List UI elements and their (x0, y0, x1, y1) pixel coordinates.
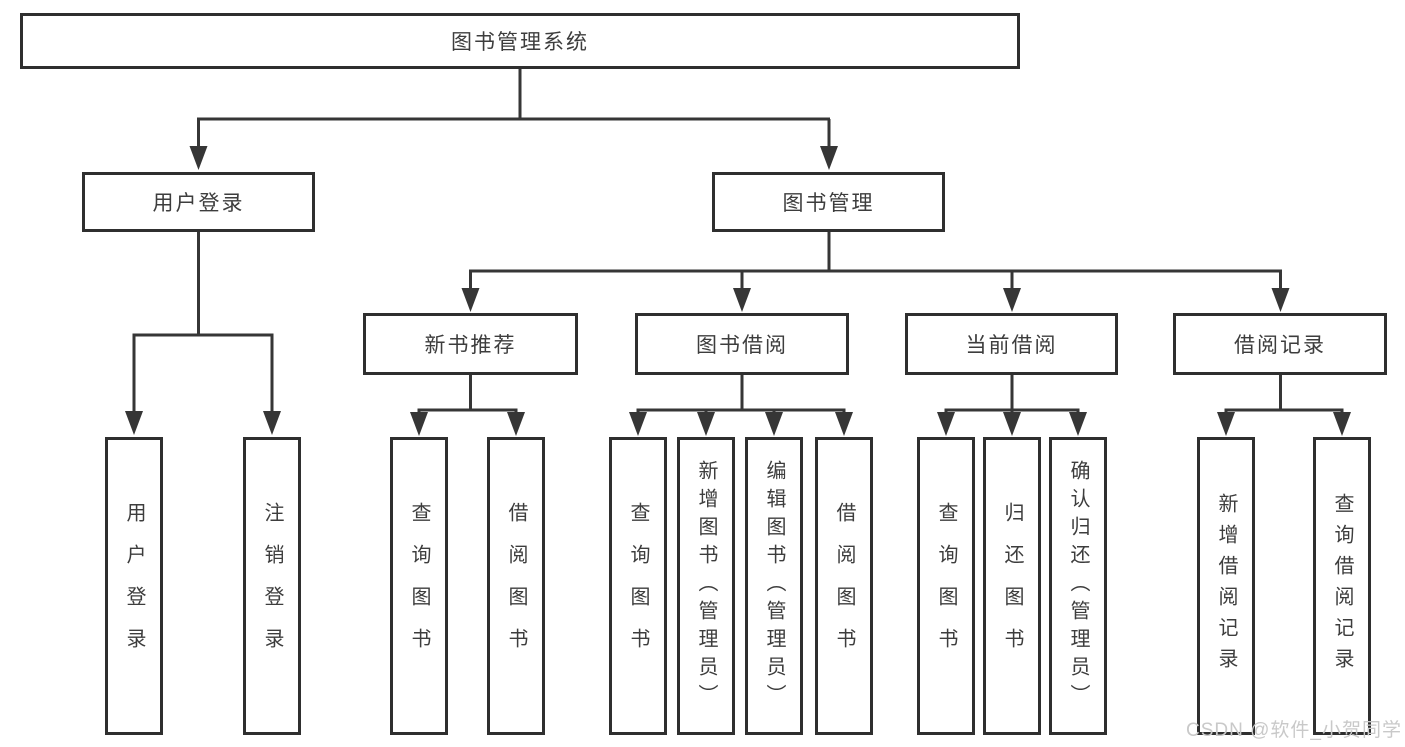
leaf-edit-book-admin: 编辑图书（管理员） (745, 437, 803, 735)
node-new-book-recommend: 新书推荐 (363, 313, 578, 375)
node-label: 查询图书 (408, 502, 430, 670)
node-label: 确认归还（管理员） (1067, 460, 1089, 712)
leaf-query-book-current: 查询图书 (917, 437, 975, 735)
leaf-user-login: 用户登录 (105, 437, 163, 735)
node-label: 借阅图书 (833, 502, 855, 670)
csdn-watermark: CSDN @软件_小贺同学 (1186, 720, 1402, 741)
node-label: 当前借阅 (965, 334, 1058, 357)
node-book-borrowing: 图书借阅 (635, 313, 849, 375)
node-library-management-system: 图书管理系统 (20, 13, 1020, 69)
leaf-logout: 注销登录 (243, 437, 301, 735)
node-label: 图书管理系统 (451, 31, 589, 54)
node-label: 查询借阅记录 (1331, 493, 1353, 679)
leaf-borrow-book-borrowing: 借阅图书 (815, 437, 873, 735)
leaf-query-book-recommend: 查询图书 (390, 437, 448, 735)
node-label: 借阅图书 (505, 502, 527, 670)
leaf-query-borrow-record: 查询借阅记录 (1313, 437, 1371, 735)
node-label: 借阅记录 (1234, 334, 1326, 357)
leaf-add-borrow-record: 新增借阅记录 (1197, 437, 1255, 735)
node-label: 图书管理 (782, 192, 875, 215)
node-label: 新增图书（管理员） (695, 460, 717, 712)
node-label: 注销登录 (261, 502, 283, 670)
node-label: 用户登录 (123, 502, 145, 670)
node-current-borrowing: 当前借阅 (905, 313, 1118, 375)
leaf-borrow-book-recommend: 借阅图书 (487, 437, 545, 735)
node-label: 查询图书 (935, 502, 957, 670)
node-label: 查询图书 (627, 502, 649, 670)
node-label: 归还图书 (1001, 502, 1023, 670)
leaf-query-book-borrowing: 查询图书 (609, 437, 667, 735)
node-book-management: 图书管理 (712, 172, 945, 232)
node-label: 编辑图书（管理员） (763, 460, 785, 712)
node-label: 新书推荐 (424, 334, 517, 357)
node-borrowing-records: 借阅记录 (1173, 313, 1387, 375)
leaf-confirm-return-admin: 确认归还（管理员） (1049, 437, 1107, 735)
node-label: 用户登录 (152, 192, 245, 215)
node-label: 新增借阅记录 (1215, 493, 1237, 679)
leaf-return-book: 归还图书 (983, 437, 1041, 735)
node-user-login: 用户登录 (82, 172, 315, 232)
node-label: 图书借阅 (696, 334, 788, 357)
leaf-add-book-admin: 新增图书（管理员） (677, 437, 735, 735)
